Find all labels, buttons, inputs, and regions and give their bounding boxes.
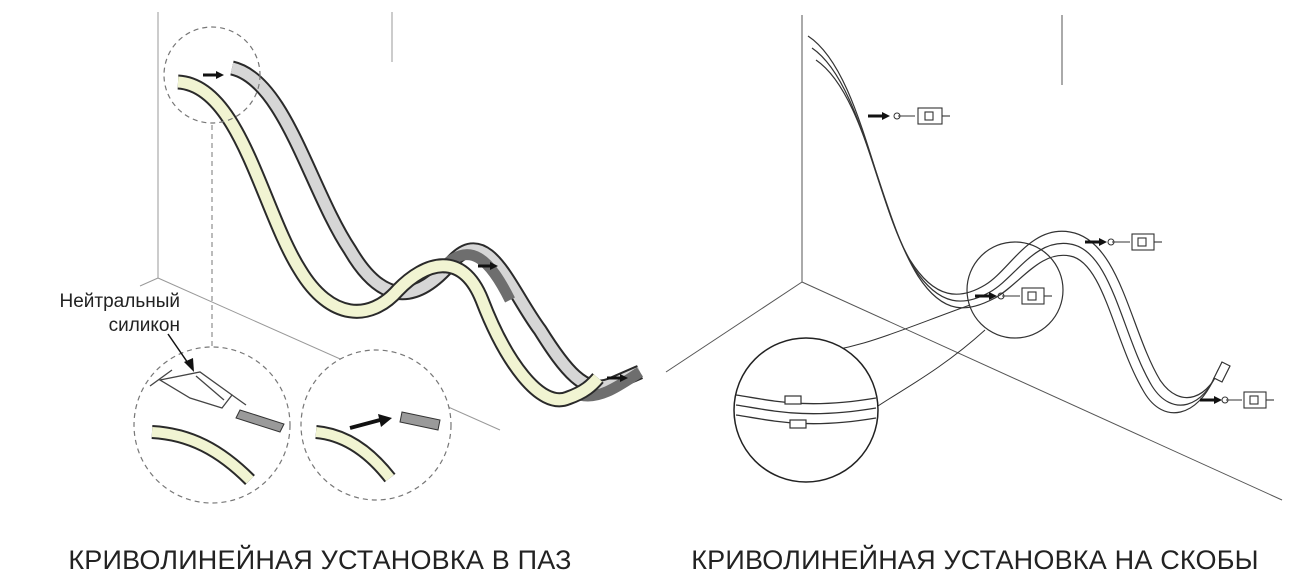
mounting-clip-group-3 xyxy=(975,287,1052,305)
label-pointer xyxy=(167,333,194,372)
neon-strip-outline xyxy=(807,35,1231,414)
detail-circle-top xyxy=(163,26,261,124)
silicone-label-line2: силикон xyxy=(108,315,180,336)
caption-groove-installation: КРИВОЛИНЕЙНАЯ УСТАНОВКА В ПАЗ xyxy=(68,545,572,575)
mounting-clip-icon xyxy=(917,107,950,125)
zoom-circle-silicone xyxy=(133,346,291,504)
magnifier-circle-small xyxy=(966,241,1064,339)
left-groove-scene xyxy=(133,12,643,504)
arrow-icon xyxy=(1085,238,1107,246)
aluminium-channel xyxy=(229,60,643,402)
wall-corner-lines xyxy=(665,15,1283,501)
screw-icon xyxy=(893,112,915,120)
mounting-clip-group-2 xyxy=(1085,233,1162,251)
screw-icon xyxy=(1221,396,1242,404)
silicone-label: Нейтральный силикон xyxy=(10,290,181,338)
arrow-icon xyxy=(868,112,890,120)
arrow-icon xyxy=(349,414,392,430)
magnifier-circle-large xyxy=(733,337,879,483)
caption-clip-installation: КРИВОЛИНЕЙНАЯ УСТАНОВКА НА СКОБЫ xyxy=(691,545,1259,575)
mounting-clip-icon xyxy=(1243,391,1274,409)
arrow-icon xyxy=(1200,396,1222,404)
mounting-clip-group-4 xyxy=(1200,391,1274,409)
silicone-gun-icon xyxy=(149,369,247,409)
mounting-clip-icon xyxy=(1131,233,1162,251)
screw-icon xyxy=(997,292,1020,300)
screw-icon xyxy=(1107,238,1130,246)
silicone-label-line1: Нейтральный xyxy=(59,291,181,312)
neon-strip xyxy=(176,74,604,408)
arrow-icon xyxy=(478,262,498,270)
zoom-circle-insert xyxy=(300,349,452,501)
arrow-icon xyxy=(607,374,628,382)
mounting-clip-group-1 xyxy=(868,107,950,125)
arrow-icon xyxy=(203,71,224,79)
mounting-clip-icon xyxy=(1021,287,1052,305)
right-clip-scene xyxy=(665,15,1283,501)
arrow-icon xyxy=(975,292,997,300)
